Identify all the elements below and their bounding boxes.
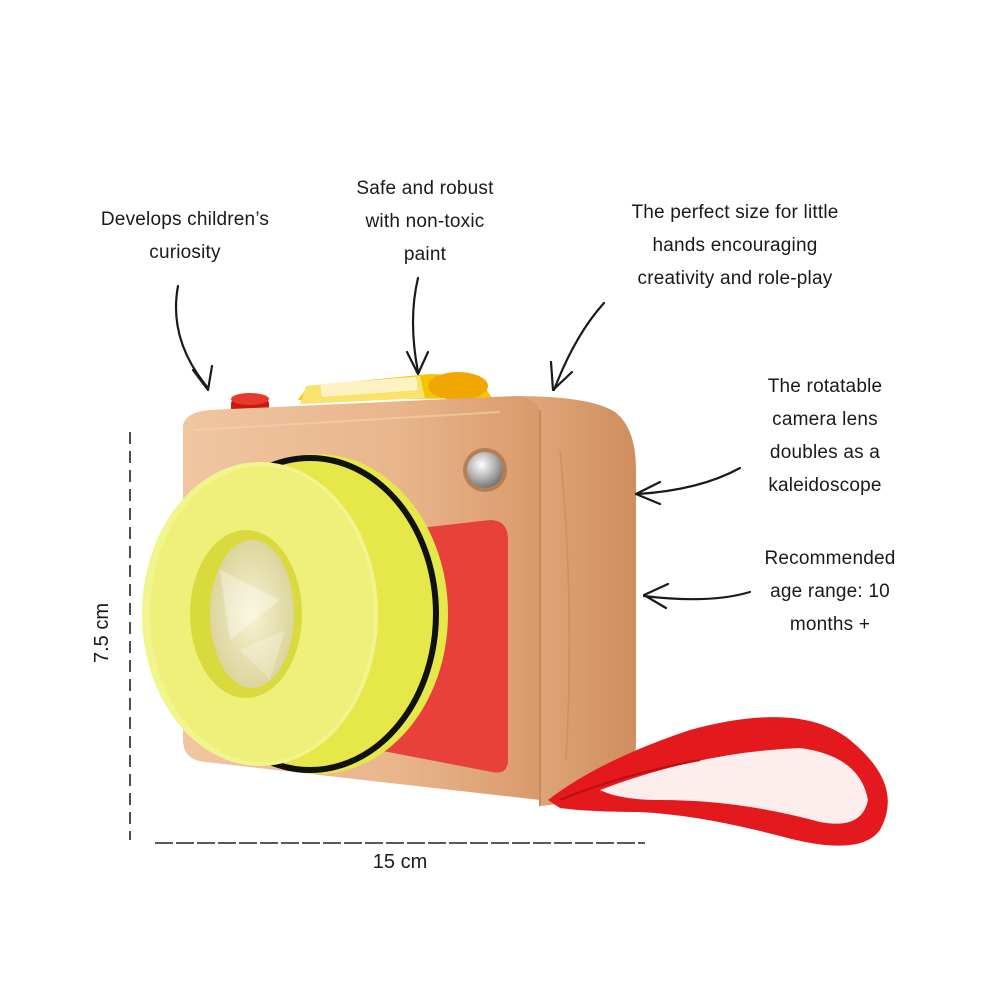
lens [142, 454, 448, 774]
label-line: kaleidoscope [768, 475, 882, 496]
label-line: camera lens [772, 409, 878, 430]
feature-label-lens: The rotatable camera lens doubles as a k… [730, 370, 920, 502]
label-line: The perfect size for little [631, 202, 839, 223]
label-line: Develops children’s [100, 209, 270, 230]
label-line: curiosity [149, 242, 221, 263]
viewfinder [298, 372, 492, 404]
label-line: hands encouraging [652, 235, 818, 256]
label-line: doubles as a [769, 442, 881, 463]
feature-label-size: The perfect size for little hands encour… [585, 196, 885, 295]
arrow-size [549, 301, 606, 392]
label-line: Recommended [764, 548, 896, 569]
label-line: creativity and role-play [637, 268, 833, 289]
arrow-lens [634, 466, 742, 506]
width-dimension-label: 15 cm [372, 851, 428, 873]
arrow-safe [405, 276, 430, 376]
label-line: age range: 10 [770, 581, 890, 602]
label-line: with non-toxic [365, 211, 485, 232]
height-dimension-label: 7.5 cm [91, 602, 113, 664]
feature-label-age: Recommended age range: 10 months + [735, 542, 925, 641]
feature-label-curiosity: Develops children’s curiosity [70, 203, 300, 269]
flash-knob [463, 448, 507, 492]
arrow-age [642, 582, 752, 610]
arrow-curiosity [174, 284, 214, 392]
label-line: months + [789, 614, 871, 635]
label-line: paint [403, 244, 447, 265]
label-line: Safe and robust [356, 178, 494, 199]
feature-label-safe: Safe and robust with non-toxic paint [330, 172, 520, 271]
label-line: The rotatable [767, 376, 883, 397]
